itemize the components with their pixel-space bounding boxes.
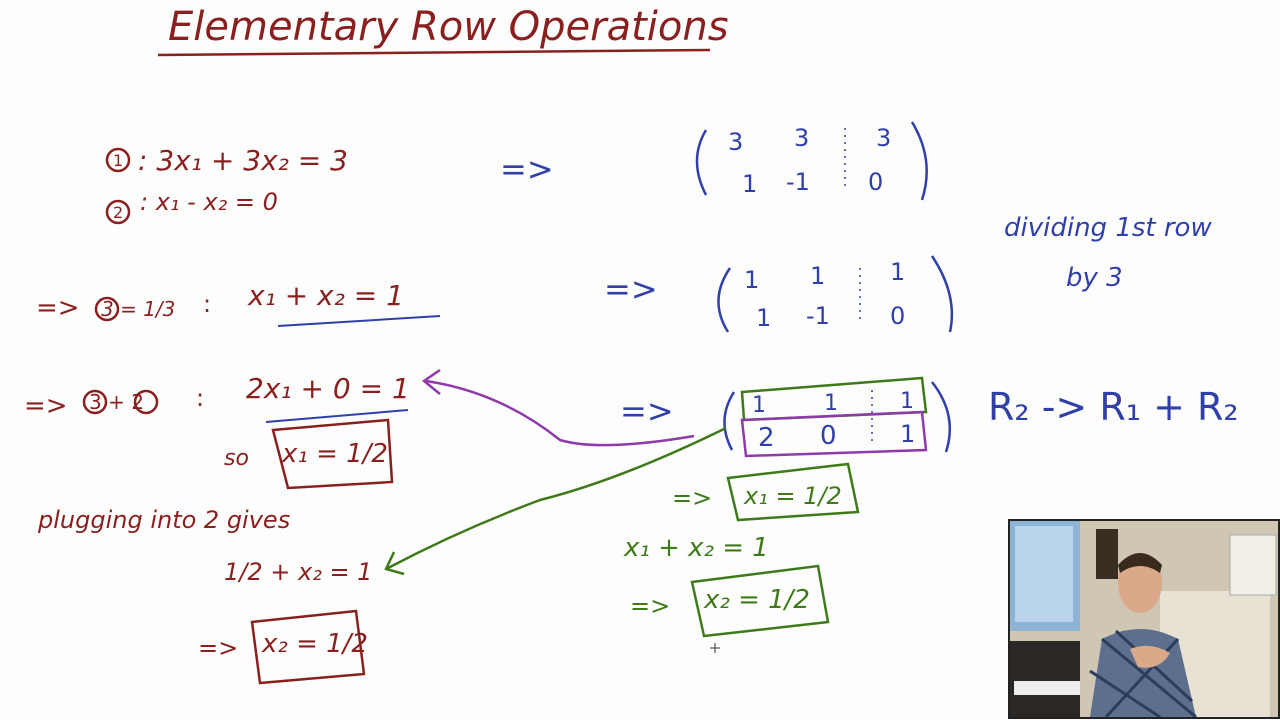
title-underline <box>157 48 711 57</box>
matrix-3: 1 1 1 2 0 1 <box>723 376 952 458</box>
m3-r2c3: 1 <box>900 420 915 448</box>
equation-2: 2 : x₁ - x₂ = 0 <box>105 188 278 225</box>
m1-r2c1: 1 <box>742 170 757 198</box>
matrix-1: 3 3 3 1 -1 0 <box>695 121 928 201</box>
step-2-lhs: 3 + 2 <box>89 390 144 414</box>
m2-r1c2: 1 <box>810 262 825 290</box>
plugging-text: plugging into 2 gives <box>37 506 290 534</box>
step-1-sep: : <box>203 290 211 318</box>
m2-r2c2: -1 <box>806 302 830 330</box>
m2-r2c1: 1 <box>756 304 771 332</box>
purple-arrowhead <box>421 368 441 395</box>
cursor-icon <box>710 643 720 653</box>
m1-r1c2: 3 <box>794 124 809 152</box>
row-1-highlight <box>740 376 928 422</box>
m3-r1c3: 1 <box>900 389 914 414</box>
m2-r1c3: 1 <box>890 258 905 286</box>
step-3-arrow: => <box>198 634 238 662</box>
so-label: so <box>224 446 249 471</box>
answer-box-x2-text: x₂ = 1/2 <box>261 629 368 659</box>
green-arrow-1: => <box>672 484 712 512</box>
page-title: Elementary Row Operations <box>168 4 729 50</box>
green-box-x1-text: x₁ = 1/2 <box>743 482 842 510</box>
m3-r1c2: 1 <box>824 391 838 416</box>
m1-r2c2: -1 <box>786 168 810 196</box>
row-2-highlight <box>740 410 928 458</box>
blue-arrow-2: => <box>604 270 658 308</box>
step-2-arrow: => <box>24 391 68 421</box>
purple-arrow <box>425 379 695 447</box>
note-dividing-line2: by 3 <box>1066 263 1123 293</box>
step-1: => 3 = 1/3 : x₁ + x₂ = 1 <box>36 279 441 327</box>
equation-2-text: : x₁ - x₂ = 0 <box>140 188 278 216</box>
step-2-sep: : <box>196 384 204 412</box>
green-arrowhead <box>384 551 405 576</box>
green-box-x2: x₂ = 1/2 <box>690 564 830 638</box>
step-2-rhs: 2x₁ + 0 = 1 <box>246 372 410 405</box>
answer-box-x2: x₂ = 1/2 <box>250 609 368 685</box>
m1-r1c1: 3 <box>728 128 743 156</box>
step-1-rhs: x₁ + x₂ = 1 <box>247 279 404 312</box>
equation-2-marker: 2 <box>113 203 123 222</box>
green-box-x2-text: x₂ = 1/2 <box>703 585 810 615</box>
step-2: => 3 + 2 : 2x₁ + 0 = 1 <box>24 372 410 423</box>
m2-r1c1: 1 <box>744 266 759 294</box>
step-1-arrow: => <box>36 293 80 323</box>
webcam-overlay <box>1008 519 1280 719</box>
webcam-image <box>1010 521 1278 717</box>
m3-r2c1: 2 <box>758 423 775 453</box>
answer-box-x1: x₁ = 1/2 <box>271 418 394 490</box>
blue-arrow-1: => <box>500 150 554 188</box>
note-dividing-line1: dividing 1st row <box>1004 213 1212 243</box>
note-row-operation: R₂ -> R₁ + R₂ <box>988 385 1239 429</box>
green-arrow <box>387 426 727 570</box>
m3-r2c2: 0 <box>820 421 837 451</box>
step-1-lhs: 3 = 1/3 <box>101 297 175 321</box>
m1-r1c3: 3 <box>876 124 891 152</box>
blue-arrow-3: => <box>620 392 674 430</box>
green-box-x1: x₁ = 1/2 <box>726 462 860 522</box>
answer-box-x1-text: x₁ = 1/2 <box>281 439 388 469</box>
m2-r2c3: 0 <box>890 302 905 330</box>
equation-1-marker: 1 <box>113 151 123 170</box>
substitution-line: 1/2 + x₂ = 1 <box>224 558 372 586</box>
equation-1-text: : 3x₁ + 3x₂ = 3 <box>138 144 348 177</box>
green-arrow-2: => <box>630 592 670 620</box>
m3-r1c1: 1 <box>752 393 766 418</box>
matrix-2: 1 1 1 1 -1 0 <box>717 255 954 333</box>
green-equation: x₁ + x₂ = 1 <box>623 533 769 563</box>
m1-r2c3: 0 <box>868 168 883 196</box>
equation-1: 1 : 3x₁ + 3x₂ = 3 <box>105 144 348 177</box>
